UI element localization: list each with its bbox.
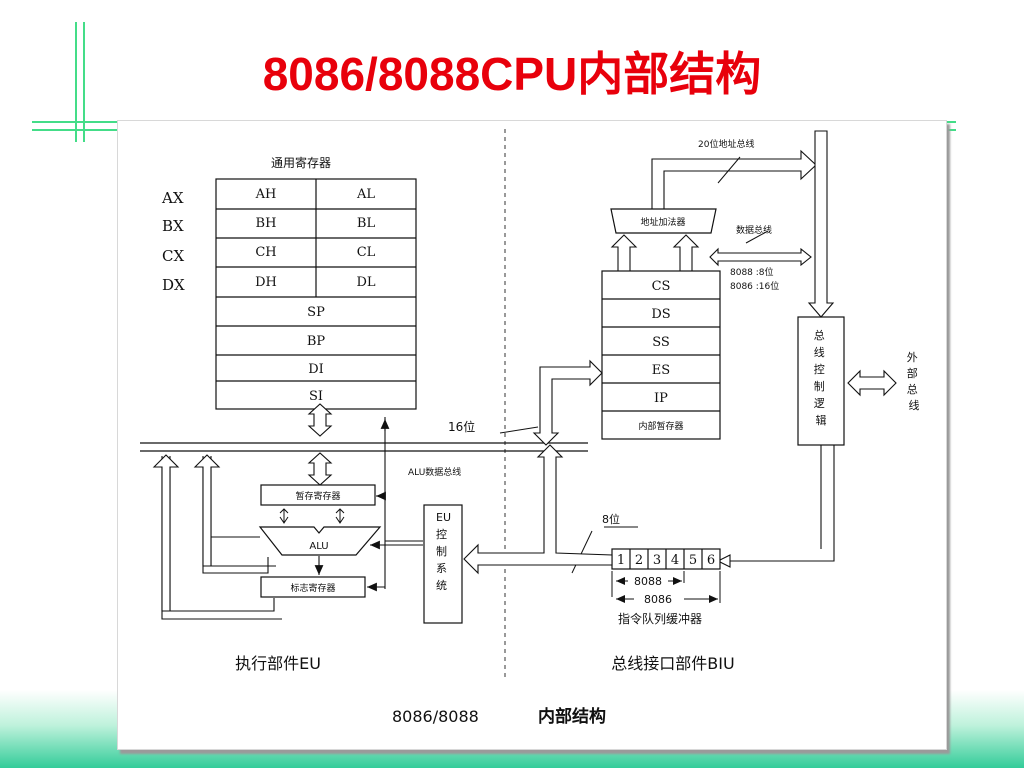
reg-ip: IP xyxy=(654,391,668,406)
temp-register-box xyxy=(260,484,376,506)
address-bus-label: 20位地址总线 xyxy=(698,138,754,150)
reg-di: DI xyxy=(308,362,324,377)
general-registers-label: 通用寄存器 xyxy=(271,155,331,170)
bus-to-segment-arrow xyxy=(532,359,603,446)
queue-slot-3: 3 xyxy=(653,553,661,568)
queue-to-eu-arrow xyxy=(463,444,613,575)
queue-8086-label: 8086 xyxy=(644,593,672,606)
biu-section-label: 总线接口部件BIU xyxy=(611,654,734,673)
reg-ch: CH xyxy=(255,245,276,260)
address-bus-arrow xyxy=(651,149,817,212)
eu-upward-bus-arrows xyxy=(152,454,221,612)
alu-shape xyxy=(258,526,382,556)
instruction-queue-label: 指令队列缓冲器 xyxy=(618,611,702,626)
eu-control-lines xyxy=(367,417,423,592)
reg-bp: BP xyxy=(307,334,326,349)
general-register-file xyxy=(215,178,417,410)
reg-name-cx: CX xyxy=(162,247,184,265)
bidirectional-arrows xyxy=(307,403,333,486)
instruction-queue xyxy=(611,548,721,570)
eu-control-system-box xyxy=(423,504,463,624)
alu-bus-label: ALU数据总线 xyxy=(408,466,461,478)
reg-ah: AH xyxy=(255,187,277,202)
reg-name-ax: AX xyxy=(161,189,184,207)
external-bus-arrow xyxy=(847,369,897,397)
queue-slot-4: 4 xyxy=(671,553,679,568)
alu-data-bus xyxy=(140,442,588,452)
caption-model: 8086/8088 xyxy=(392,707,479,726)
alu-label: ALU xyxy=(309,541,328,552)
eu-section-label: 执行部件EU xyxy=(235,654,321,673)
bus-width-8086: 8086 :16位 xyxy=(730,280,779,292)
flag-register-label: 标志寄存器 xyxy=(290,582,335,594)
bus-control-logic-label: 总 线 控 制 逻 辑 xyxy=(814,328,829,427)
queue-width-8: 8位 xyxy=(602,512,620,526)
queue-slot-6: 6 xyxy=(707,553,715,568)
reg-bl: BL xyxy=(357,216,376,231)
queue-slot-1: 1 xyxy=(617,553,625,568)
data-bus-arrow xyxy=(709,247,812,267)
address-adder-label: 地址加法器 xyxy=(640,216,685,228)
internal-temp-label: 内部暂存器 xyxy=(638,420,683,432)
reg-cl: CL xyxy=(357,245,376,260)
reg-ds: DS xyxy=(651,307,670,322)
reg-al: AL xyxy=(356,187,375,202)
address-bus-to-control-arrow xyxy=(807,130,835,318)
reg-si: SI xyxy=(309,389,323,404)
cpu-diagram: 通用寄存器 AX BX CX DX AH BH CH DH AL BL CL D xyxy=(117,120,947,750)
bus-width-16: 16位 xyxy=(448,419,475,434)
address-adder-box xyxy=(610,208,717,234)
queue-slot-2: 2 xyxy=(635,553,643,568)
queue-8088-label: 8088 xyxy=(634,575,662,588)
temp-register-label: 暂存寄存器 xyxy=(295,490,340,502)
reg-name-bx: BX xyxy=(162,217,184,235)
reg-bh: BH xyxy=(256,216,277,231)
reg-cs: CS xyxy=(652,279,671,294)
register-name-column: AX BX CX DX xyxy=(161,189,185,294)
data-bus-label: 数据总线 xyxy=(736,224,772,236)
bus-width-8088: 8088 :8位 xyxy=(730,266,774,278)
queue-width-markers xyxy=(611,571,721,603)
reg-ss: SS xyxy=(652,335,670,350)
slide-title: 8086/8088CPU内部结构 xyxy=(262,48,762,100)
flag-register-box xyxy=(260,576,366,598)
adder-input-arrows xyxy=(610,234,700,272)
temp-to-alu-arrows xyxy=(279,508,345,524)
external-bus-label: 外 部 总 线 xyxy=(907,351,922,412)
eu-control-system-label: EU 控 制 系 统 xyxy=(436,511,455,592)
reg-sp: SP xyxy=(307,305,325,320)
control-to-queue-lines xyxy=(720,445,835,562)
reg-name-dx: DX xyxy=(162,276,185,294)
bus-control-logic-box xyxy=(797,316,845,446)
reg-dh: DH xyxy=(255,275,277,290)
reg-dl: DL xyxy=(356,275,375,290)
queue-slot-5: 5 xyxy=(689,553,697,568)
caption-text: 内部结构 xyxy=(538,706,606,727)
reg-es: ES xyxy=(652,363,670,378)
segment-register-file xyxy=(601,270,721,440)
